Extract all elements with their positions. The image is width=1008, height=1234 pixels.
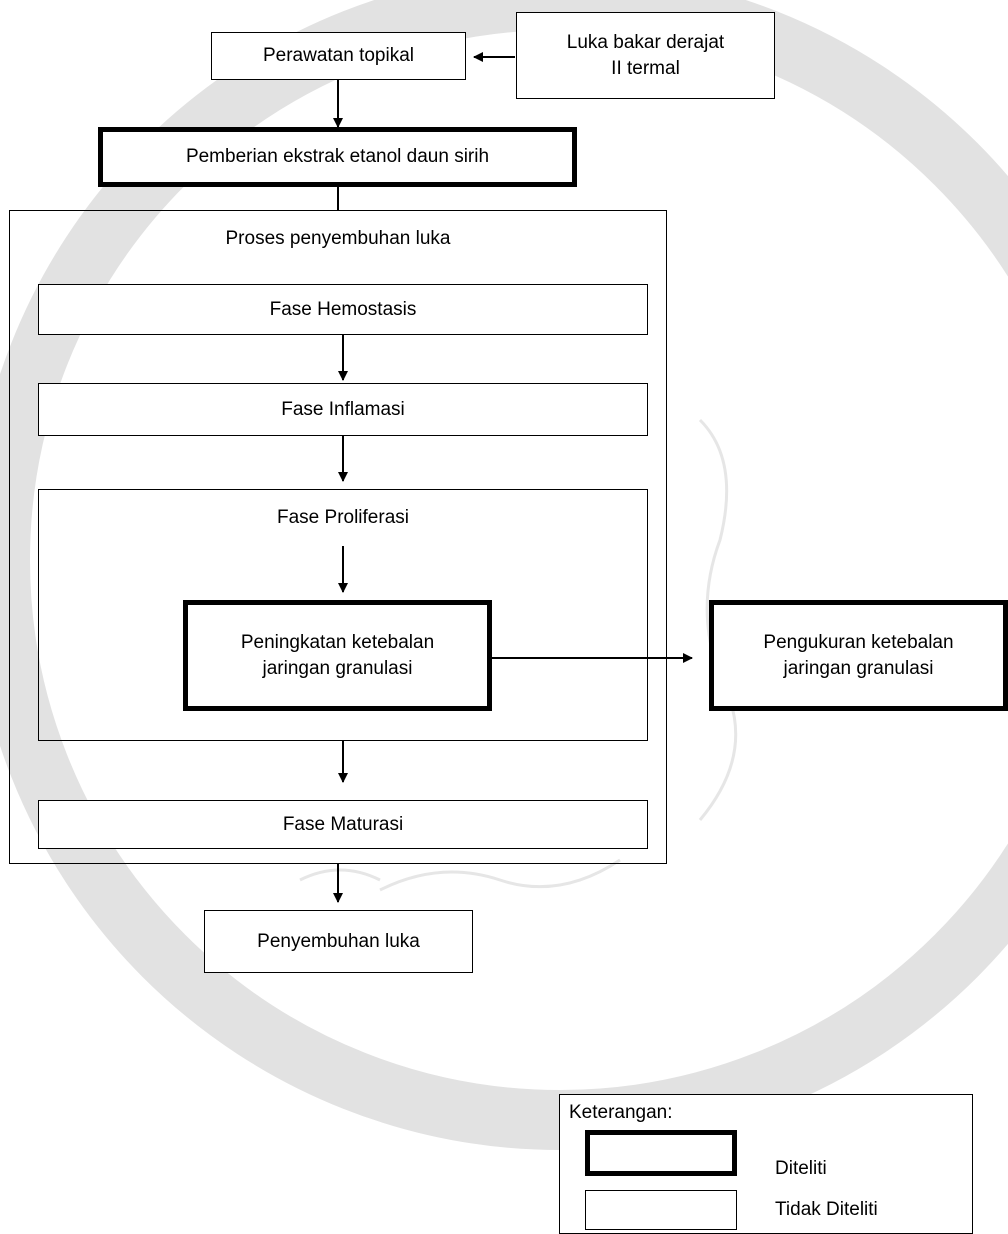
node-luka-bakar: Luka bakar derajat II termal (516, 12, 775, 99)
legend-label-diteliti: Diteliti (775, 1158, 827, 1179)
legend-swatch-tidak-diteliti (585, 1190, 737, 1230)
node-pemberian-ekstrak: Pemberian ekstrak etanol daun sirih (98, 127, 577, 187)
group-proses-penyembuhan (9, 210, 667, 864)
node-fase-hemostasis: Fase Hemostasis (38, 284, 648, 335)
node-fase-maturasi: Fase Maturasi (38, 800, 648, 849)
group-proses-penyembuhan-title: Proses penyembuhan luka (225, 228, 451, 249)
legend-label-tidak-diteliti: Tidak Diteliti (775, 1199, 878, 1220)
node-peningkatan-ketebalan: Peningkatan ketebalan jaringan granulasi (183, 600, 492, 711)
group-fase-proliferasi (38, 489, 648, 741)
legend-title: Keterangan: (569, 1102, 673, 1123)
node-penyembuhan-luka: Penyembuhan luka (204, 910, 473, 973)
node-fase-inflamasi: Fase Inflamasi (38, 383, 648, 436)
legend-swatch-diteliti (585, 1130, 737, 1176)
node-perawatan-topikal: Perawatan topikal (211, 32, 466, 80)
node-pengukuran-ketebalan: Pengukuran ketebalan jaringan granulasi (709, 600, 1008, 711)
group-fase-proliferasi-title: Fase Proliferasi (277, 507, 409, 528)
